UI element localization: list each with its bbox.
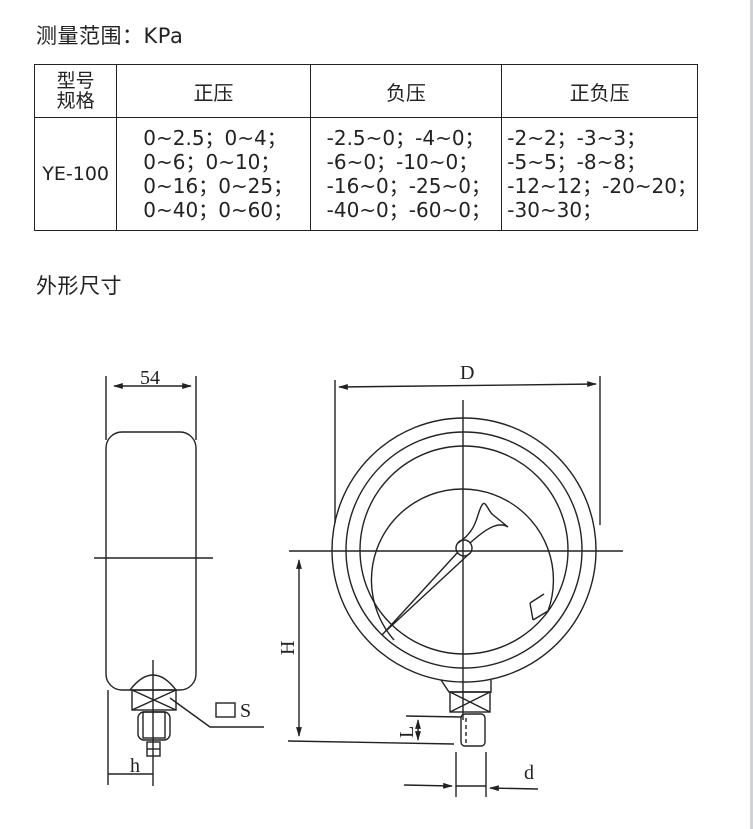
h-label: h: [130, 755, 140, 777]
thread-length-label: L: [396, 726, 418, 738]
pointer-tail: [457, 502, 509, 544]
range-line: 0~16；0~25；: [143, 174, 294, 198]
cell-positive-ranges: 0~2.5；0~4； 0~6；0~10； 0~16；0~25； 0~40；0~6…: [116, 117, 311, 231]
spec-table: 型号 规格 正压 负压 正负压 YE-100 0~2.5；0~4； 0~6；0~…: [33, 64, 698, 231]
pointer-needle: [381, 551, 459, 636]
s-symbol-box: [215, 702, 236, 718]
range-line: -6~0；-10~0；: [326, 150, 479, 174]
table-header-row: 型号 规格 正压 负压 正负压: [33, 64, 698, 118]
range-line: -12~12；-20~20；: [507, 174, 697, 198]
hex-nut-front: [449, 691, 491, 713]
measurement-range-title: 测量范围：KPa: [36, 24, 184, 48]
range-line: 0~6；0~10；: [143, 150, 281, 174]
range-line: -30~30；: [507, 198, 603, 222]
gauge-body-side: [105, 431, 197, 691]
diameter-dimension-arrow: [338, 381, 597, 390]
cell-model: YE-100: [33, 117, 118, 231]
height-label: H: [277, 641, 299, 655]
cell-negative-ranges: -2.5~0；-4~0； -6~0；-10~0； -16~0；-25~0； -4…: [309, 117, 503, 231]
range-line: -2~2；-3~3；: [507, 126, 647, 150]
table-row: YE-100 0~2.5；0~4； 0~6；0~10； 0~16；0~25； 0…: [33, 117, 698, 231]
range-line: -5~5；-8~8；: [507, 150, 647, 174]
header-model-line2: 规格: [56, 90, 95, 112]
pointer-hub: [455, 539, 473, 557]
cell-compound-ranges: -2~2；-3~3； -5~5；-8~8； -12~12；-20~20； -30…: [501, 117, 698, 231]
header-model-line1: 型号: [56, 70, 95, 92]
thread-diameter-label: d: [524, 762, 534, 784]
header-positive: 正压: [116, 64, 311, 118]
range-line: 0~40；0~60；: [143, 198, 294, 222]
range-line: -40~0；-60~0；: [326, 198, 491, 222]
range-line: 0~2.5；0~4；: [143, 126, 287, 150]
range-line: -2.5~0；-4~0；: [326, 126, 485, 150]
header-negative: 负压: [309, 64, 503, 118]
thread-connector: [460, 713, 486, 747]
hex-nut: [131, 689, 177, 711]
side-view: 54 S h: [94, 367, 264, 786]
s-label: S: [240, 700, 251, 722]
dimensions-title: 外形尺寸: [36, 274, 122, 298]
header-model: 型号 规格: [33, 64, 118, 118]
vertical-scrollbar[interactable]: [750, 0, 753, 829]
range-line: -16~0；-25~0；: [326, 174, 491, 198]
diameter-label: D: [460, 362, 474, 384]
front-view: D H L: [277, 362, 623, 797]
dial-arc: [370, 488, 555, 641]
outer-bezel: [331, 417, 597, 683]
width-label: 54: [140, 367, 160, 389]
